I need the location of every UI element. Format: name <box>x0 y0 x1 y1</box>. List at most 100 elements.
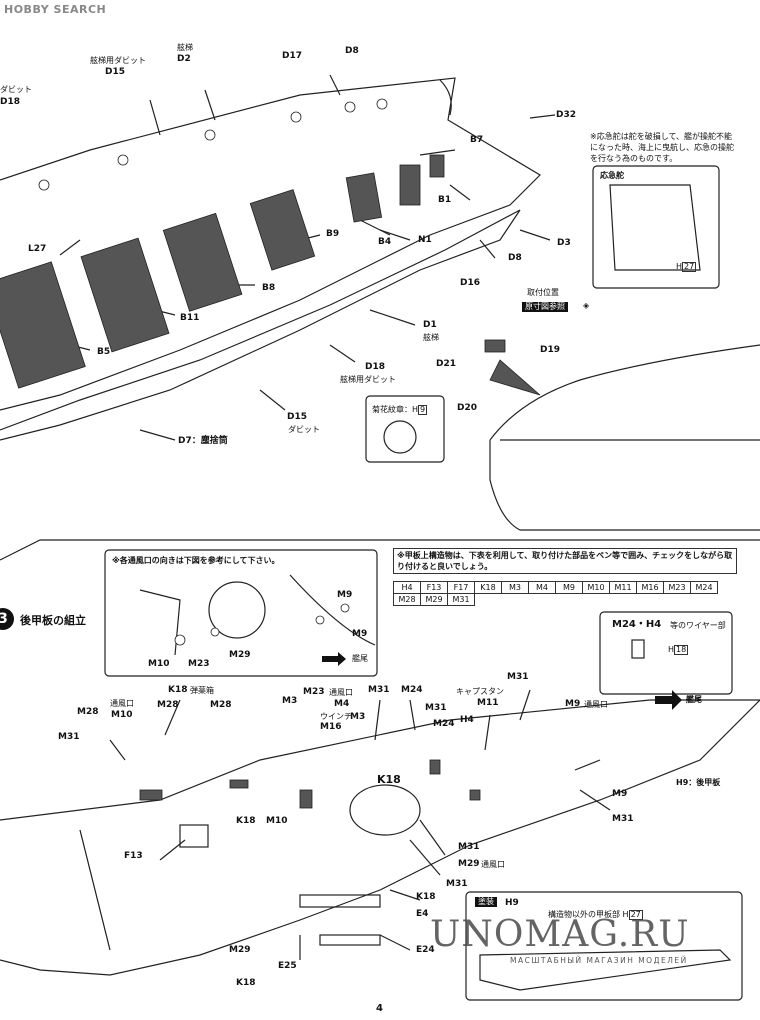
vent-label-m29: M29 <box>229 650 251 660</box>
label-d3: D3 <box>557 238 571 248</box>
wire-subtitle: 等のワイヤー部 <box>670 621 726 630</box>
deck-label-m16: M16 <box>320 722 342 732</box>
label-d21: D21 <box>436 359 456 369</box>
deck-label-k18a-jp: 弾薬箱 <box>190 686 214 695</box>
deck-label-m28c: M28 <box>210 700 232 710</box>
label-d18b-jp: 舷梯用ダビット <box>340 375 396 384</box>
deck-label-m29: M29 <box>458 859 480 869</box>
label-b7: B7 <box>470 135 484 145</box>
label-d15b-jp: ダビット <box>288 425 320 434</box>
deck-label-m10a-jp: 通風口 <box>110 699 134 708</box>
label-b11: B11 <box>180 313 200 323</box>
brand-logo: HOBBY SEARCH <box>4 3 107 16</box>
step-title: 後甲板の組立 <box>20 614 86 627</box>
label-b4: B4 <box>378 237 392 247</box>
paint-tag: 塗装 <box>475 897 497 907</box>
deck-label-k18b: K18 <box>377 773 401 786</box>
vent-label-stern: 艦尾 <box>352 654 368 663</box>
label-d15b: D15 <box>287 412 307 422</box>
deck-label-h9: H9：後甲板 <box>676 778 721 787</box>
deck-label-m9-jp: 通風口 <box>584 700 608 709</box>
deck-label-m31a: M31 <box>368 685 390 695</box>
deck-label-m31g: M31 <box>458 842 480 852</box>
label-d18-jp: ダビット <box>0 85 32 94</box>
label-d1-jp: 舷梯 <box>423 333 439 342</box>
label-d15: D15 <box>105 67 125 77</box>
deck-label-k18d: K18 <box>416 892 436 902</box>
vent-label-m23: M23 <box>188 659 210 669</box>
label-b1: B1 <box>438 195 452 205</box>
deck-label-m31c: M31 <box>58 732 80 742</box>
mount-position-label: 取付位置 <box>527 288 559 297</box>
label-d18b: D18 <box>365 362 385 372</box>
deck-label-h4: H4 <box>460 715 474 725</box>
deck-label-k18e: K18 <box>236 978 256 988</box>
label-d7: D7：塵捨筒 <box>178 436 228 446</box>
check-cell: M31 <box>447 593 475 606</box>
mount-symbol-icon: ◈ <box>583 301 590 310</box>
deck-label-e25: E25 <box>278 961 297 971</box>
deck-label-m11-jp: キャプスタン <box>456 687 504 696</box>
deck-label-m4: M4 <box>334 699 350 709</box>
mount-reference-tag: 原寸図参照 <box>522 302 568 312</box>
label-d1: D1 <box>423 320 437 330</box>
check-note: ※甲板上構造物は、下表を利用して、取り付けた部品をペン等で囲み、チェックをしなが… <box>393 548 737 574</box>
label-d17: D17 <box>282 51 302 61</box>
check-cell: M23 <box>663 581 691 594</box>
watermark-subtitle: МАСШТАБНЫЙ МАГАЗИН МОДЕЛЕЙ <box>510 956 688 965</box>
label-d20: D20 <box>457 403 477 413</box>
deck-label-m23: M23 <box>303 687 325 697</box>
watermark: UNOMAG.RU <box>430 914 690 955</box>
check-cell: M11 <box>609 581 637 594</box>
label-d15-jp: 舷梯用ダビット <box>90 56 146 65</box>
deck-label-m29-jp: 通風口 <box>481 860 505 869</box>
deck-label-m29b: M29 <box>229 945 251 955</box>
deck-label-f13: F13 <box>124 851 143 861</box>
wire-title: M24・H4 <box>612 619 662 630</box>
page-header: HOBBY SEARCH <box>0 0 760 18</box>
deck-label-e24: E24 <box>416 945 435 955</box>
deck-label-m23-jp: 通風口 <box>329 688 353 697</box>
check-cell: M28 <box>393 593 421 606</box>
label-d19: D19 <box>540 345 560 355</box>
deck-label-m31h: M31 <box>446 879 468 889</box>
label-d2-jp: 舷梯 <box>177 43 193 52</box>
check-cell: F13 <box>420 581 448 594</box>
deck-label-k18c: K18 <box>236 816 256 826</box>
deck-label-m28a: M28 <box>77 707 99 717</box>
step-number-badge: 3 <box>0 608 14 630</box>
check-cell: M16 <box>636 581 664 594</box>
check-cell: M24 <box>690 581 718 594</box>
deck-label-k18a: K18 <box>168 685 188 695</box>
check-cell: M3 <box>501 581 529 594</box>
paint-part: H9 <box>505 898 519 908</box>
deck-label-m10b: M10 <box>266 816 288 826</box>
vent-label-m9a: M9 <box>337 590 353 600</box>
label-d32: D32 <box>556 110 576 120</box>
check-cell: M9 <box>555 581 583 594</box>
label-d8b: D8 <box>508 253 522 263</box>
deck-label-m31d: M31 <box>425 703 447 713</box>
vent-label-m9b: M9 <box>352 629 368 639</box>
rudder-title: 応急舵 <box>600 171 624 180</box>
label-d8: D8 <box>345 46 359 56</box>
vent-note: ※各通風口の向きは下図を参考にして下さい。 <box>112 556 280 565</box>
vent-label-m10: M10 <box>148 659 170 669</box>
page-number: 4 <box>376 1003 383 1014</box>
label-l27: L27 <box>28 244 47 254</box>
deck-label-m24b: M24 <box>433 719 455 729</box>
rudder-note: ※応急舵は舵を破損して、艦が操舵不能になった時、海上に曳航し、応急の操舵を行なう… <box>590 132 734 163</box>
label-d18: D18 <box>0 97 20 107</box>
deck-label-m31f: M31 <box>612 814 634 824</box>
label-b9: B9 <box>326 229 340 239</box>
check-cell: M29 <box>420 593 448 606</box>
deck-label-m11: M11 <box>477 698 499 708</box>
check-cell: F17 <box>447 581 475 594</box>
